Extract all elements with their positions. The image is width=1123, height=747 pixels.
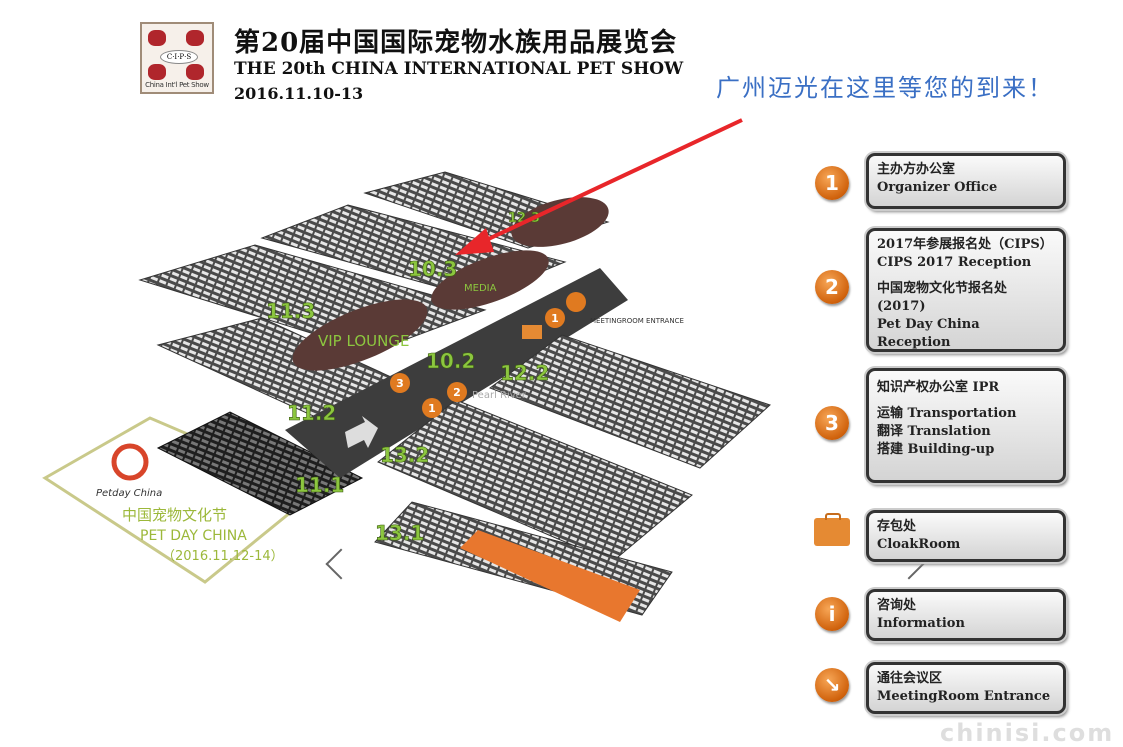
info-icon: i bbox=[815, 597, 849, 631]
media-label: MEDIA bbox=[464, 283, 497, 294]
meeting-entrance-label: MEETINGROOM ENTRANCE bbox=[590, 317, 684, 325]
legend-organizer-office: 主办方办公室 Organizer Office bbox=[866, 153, 1066, 209]
legend-icon-1: 1 bbox=[815, 166, 849, 200]
legend-text: 知识产权办公室 IPR bbox=[877, 380, 1000, 395]
legend-icon-3: 3 bbox=[815, 406, 849, 440]
vip-lounge-zone bbox=[292, 299, 428, 371]
map-marker-1: 1 bbox=[428, 402, 436, 415]
river-label: Pearl River bbox=[472, 390, 527, 401]
meeting-arrow-icon: ↘ bbox=[815, 668, 849, 702]
hall-12-2 bbox=[488, 334, 771, 469]
legend-text: 搭建 Building-up bbox=[877, 442, 995, 457]
hall-label-11-2: 11.2 bbox=[287, 401, 336, 425]
legend-text: 翻译 Translation bbox=[877, 424, 991, 439]
watermark: chinisi.com bbox=[940, 719, 1115, 747]
hall-label-12-2: 12.2 bbox=[500, 361, 549, 385]
hall-11-1 bbox=[156, 411, 364, 516]
hall-13-2 bbox=[377, 399, 693, 563]
media-zone bbox=[431, 250, 549, 310]
pet-day-logo-mark bbox=[111, 443, 149, 481]
cips-logo: C·I·P·S China Int'l Pet Show bbox=[140, 22, 214, 94]
logo-text: C·I·P·S bbox=[160, 50, 198, 64]
show-title-en: THE 20th CHINA INTERNATIONAL PET SHOW bbox=[234, 59, 684, 79]
suitcase-icon bbox=[814, 513, 850, 546]
map-marker-3: 3 bbox=[396, 377, 404, 390]
legend-text: CIPS 2017 Reception bbox=[877, 255, 1032, 270]
legend-text: 2017年参展报名处（CIPS） bbox=[877, 237, 1053, 252]
hall-label-11-1: 11.1 bbox=[295, 473, 344, 497]
legend-information: 咨询处 Information bbox=[866, 589, 1066, 641]
pointer-arrow-head-icon bbox=[455, 228, 494, 255]
hall-label-13-1: 13.1 bbox=[375, 521, 424, 545]
legend-text: Information bbox=[877, 616, 965, 631]
pet-day-dates: （2016.11.12-14） bbox=[162, 549, 284, 564]
hall-label-12-3: 12.3 bbox=[508, 211, 540, 226]
pet-day-cn: 中国宠物文化节 bbox=[122, 506, 227, 524]
map-meeting-marker-icon bbox=[566, 292, 586, 312]
legend-text: 中国宠物文化节报名处(2017) bbox=[877, 281, 1008, 314]
vip-lounge-label: VIP LOUNGE bbox=[318, 332, 409, 350]
legend-reception: 2017年参展报名处（CIPS） CIPS 2017 Reception 中国宠… bbox=[866, 228, 1066, 352]
pointer-arrow-line bbox=[479, 118, 743, 245]
show-date: 2016.11.10-13 bbox=[234, 84, 364, 103]
legend-text: Pet Day China Reception bbox=[877, 317, 980, 350]
legend-text: 运输 Transportation bbox=[877, 406, 1017, 421]
hall-label-10-3: 10.3 bbox=[408, 257, 457, 281]
welcome-annotation: 广州迈光在这里等您的到来！ bbox=[716, 74, 1054, 102]
map-marker-2: 2 bbox=[453, 386, 461, 399]
legend-icon-2: 2 bbox=[815, 270, 849, 304]
pet-day-logo: Petday China bbox=[96, 488, 162, 499]
legend-text: 主办方办公室 bbox=[877, 162, 956, 177]
floor-map: Petday China 中国宠物文化节 PET DAY CHINA （2016… bbox=[42, 118, 771, 622]
legend-text: 存包处 bbox=[877, 519, 917, 534]
legend-ipr-services: 知识产权办公室 IPR 运输 Transportation 翻译 Transla… bbox=[866, 368, 1066, 483]
legend-text: 通往会议区 bbox=[877, 671, 943, 686]
hall-label-13-2: 13.2 bbox=[380, 443, 429, 467]
cafe-zone bbox=[511, 197, 609, 247]
orange-zone bbox=[460, 530, 640, 622]
legend-text: Organizer Office bbox=[877, 180, 998, 195]
legend-text: MeetingRoom Entrance bbox=[877, 689, 1051, 704]
map-cloakroom-icon bbox=[522, 325, 542, 339]
legend-cloakroom: 存包处 CloakRoom bbox=[866, 510, 1066, 562]
legend-text: 咨询处 bbox=[877, 598, 917, 613]
show-title-cn: 第20届中国国际宠物水族用品展览会 bbox=[234, 28, 678, 58]
pet-day-area: Petday China 中国宠物文化节 PET DAY CHINA （2016… bbox=[42, 416, 321, 584]
legend-text: CloakRoom bbox=[877, 537, 961, 552]
legend-meetingroom: 通往会议区 MeetingRoom Entrance bbox=[866, 662, 1066, 714]
map-marker-1b: 1 bbox=[551, 312, 559, 325]
pet-day-en: PET DAY CHINA bbox=[140, 528, 247, 544]
hall-label-10-2: 10.2 bbox=[426, 349, 475, 373]
logo-caption: China Int'l Pet Show bbox=[145, 81, 209, 89]
hall-label-11-3: 11.3 bbox=[266, 299, 315, 323]
entrance-arrow-icon bbox=[345, 416, 378, 448]
